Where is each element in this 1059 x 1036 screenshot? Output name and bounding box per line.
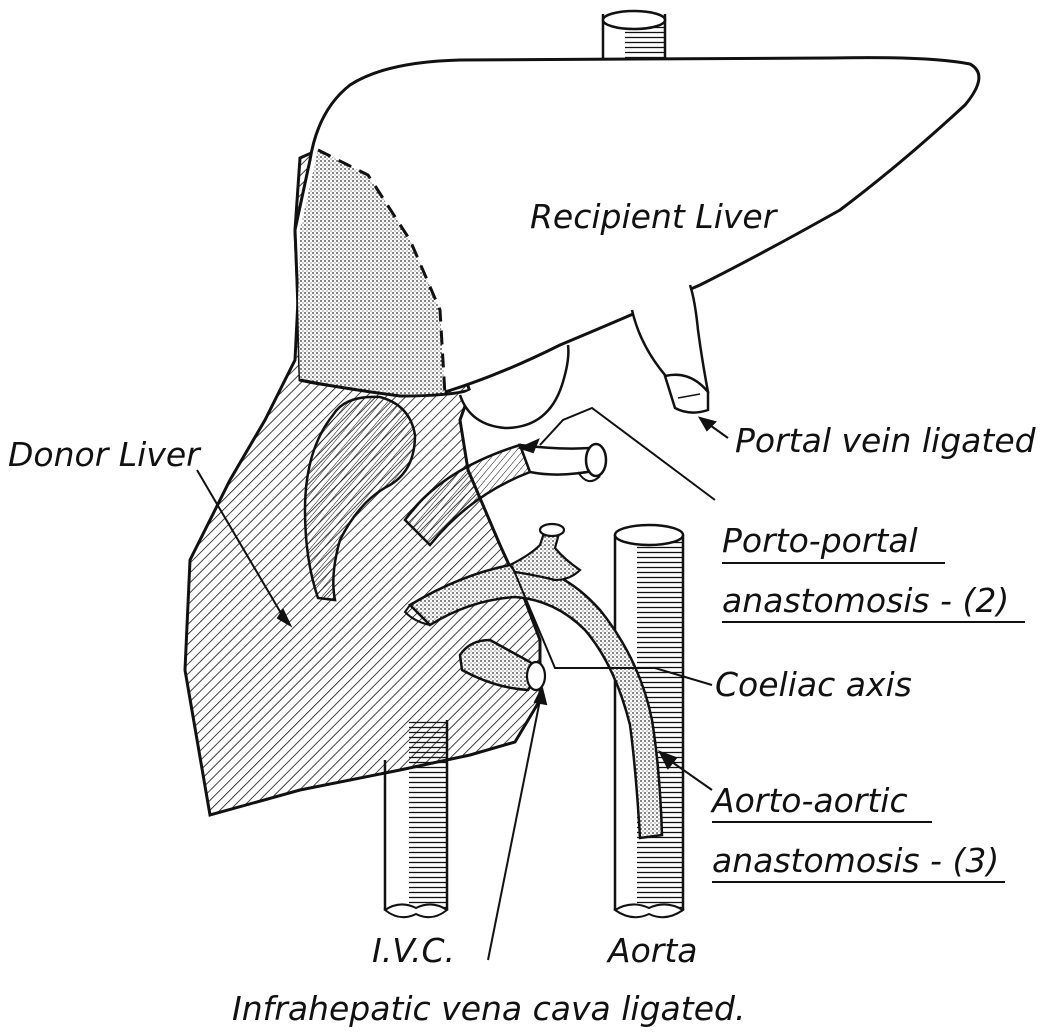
label-portal-vein-ligated: Portal vein ligated [735, 421, 1037, 460]
label-donor-liver: Donor Liver [8, 435, 202, 474]
label-coeliac-axis: Coeliac axis [715, 665, 912, 704]
label-aorta: Aorta [606, 931, 698, 970]
label-ivc: I.V.C. [372, 931, 455, 970]
label-aorto-aortic-2: anastomosis - (3) [712, 841, 999, 880]
label-porto-portal-2: anastomosis - (2) [722, 581, 1009, 620]
label-recipient-liver: Recipient Liver [530, 197, 779, 236]
label-infrahepatic: Infrahepatic vena cava ligated. [232, 989, 745, 1028]
label-aorto-aortic-1: Aorto-aortic [710, 781, 908, 820]
label-porto-portal-1: Porto-portal [722, 521, 918, 560]
